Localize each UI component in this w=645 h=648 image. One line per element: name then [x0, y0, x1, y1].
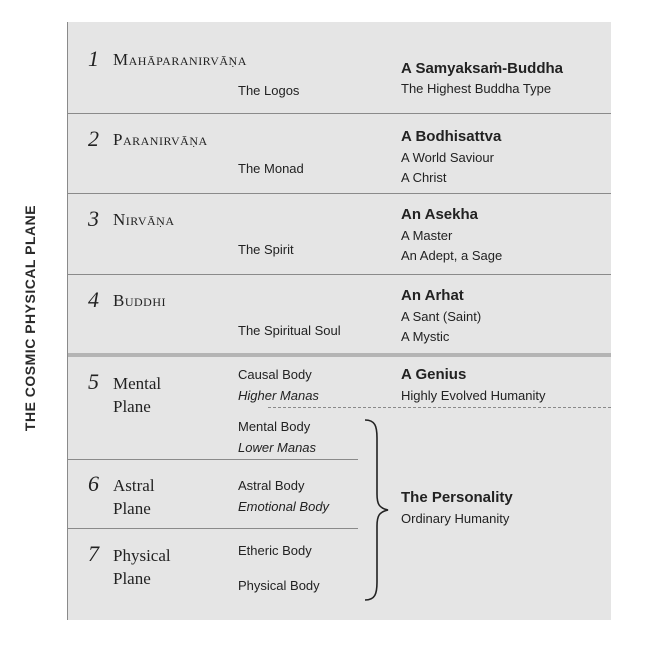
higher-lower-divider [68, 353, 611, 357]
plane-principle: The Spirit [238, 242, 294, 257]
personality-description: Ordinary Humanity [401, 511, 510, 526]
plane-number: 7 [88, 541, 99, 566]
physical-body-label: Physical Body [238, 578, 320, 593]
row-divider [68, 113, 611, 114]
genius-title: A Genius [401, 366, 467, 383]
being-description: A Master [401, 228, 453, 243]
row-divider [68, 459, 358, 460]
being-title: A Samyaksaṁ-Buddha [401, 60, 563, 77]
plane-name: Physical Plane [113, 546, 171, 588]
plane-name: Astral Plane [113, 476, 155, 518]
row-divider [68, 193, 611, 194]
plane-number: 3 [88, 206, 99, 231]
genius-description: Highly Evolved Humanity [401, 388, 546, 403]
plane-principle: The Logos [238, 83, 300, 98]
row-divider [68, 274, 611, 275]
plane-name: Mahāparanirvāṇa [113, 50, 247, 69]
planes-table: 1 Mahāparanirvāṇa The Logos A Samyaksaṁ-… [67, 22, 611, 620]
being-description: A Christ [401, 170, 447, 185]
being-description: A Sant (Saint) [401, 309, 482, 324]
being-description: A Mystic [401, 329, 450, 344]
causal-body-label: Causal Body [238, 367, 312, 382]
mental-body-label: Mental Body [238, 419, 311, 434]
plane-number: 6 [88, 471, 99, 496]
plane-number: 2 [88, 126, 99, 151]
plane-number: 4 [88, 287, 99, 312]
being-description: An Adept, a Sage [401, 248, 503, 263]
curly-brace-icon [364, 419, 389, 601]
plane-name: Buddhi [113, 291, 166, 310]
being-description: A World Saviour [401, 150, 494, 165]
plane-principle: The Spiritual Soul [238, 323, 341, 338]
plane-name: Paranirvāṇa [113, 130, 208, 149]
personality-title: The Personality [401, 489, 513, 506]
side-label: THE COSMIC PHYSICAL PLANE [22, 204, 38, 432]
higher-manas-label: Higher Manas [238, 388, 319, 403]
etheric-body-label: Etheric Body [238, 543, 312, 558]
being-description: The Highest Buddha Type [401, 81, 552, 96]
being-title: An Arhat [401, 287, 464, 304]
plane-name: Mental Plane [113, 374, 162, 416]
plane-principle: The Monad [238, 161, 304, 176]
astral-body-label: Astral Body [238, 478, 305, 493]
plane-number: 5 [88, 369, 99, 394]
emotional-body-label: Emotional Body [238, 499, 330, 514]
row-divider [68, 528, 358, 529]
lower-manas-label: Lower Manas [238, 440, 317, 455]
being-title: A Bodhisattva [401, 128, 502, 145]
plane-name: Nirvāṇa [113, 210, 175, 229]
plane-number: 1 [88, 46, 99, 71]
being-title: An Asekha [401, 206, 478, 223]
dashed-divider [268, 407, 611, 408]
